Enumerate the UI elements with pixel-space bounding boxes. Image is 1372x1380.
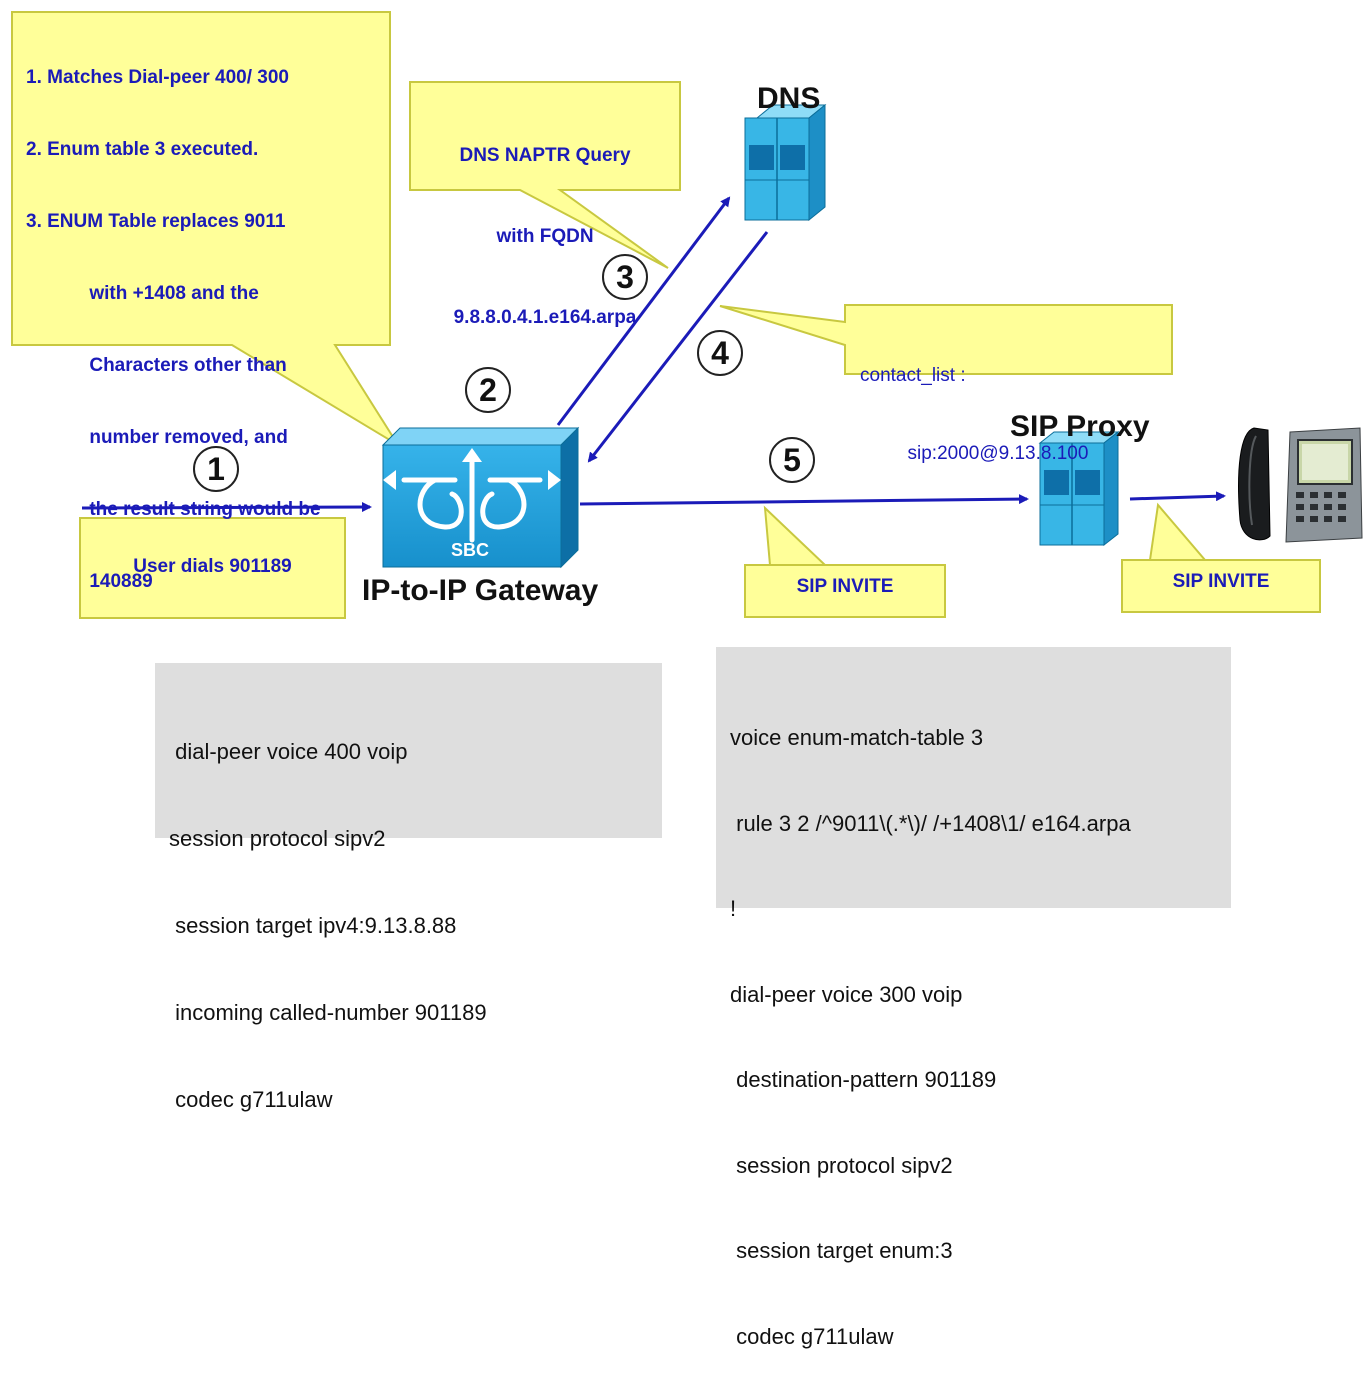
- arrow-gateway-to-proxy: [579, 494, 1029, 506]
- callout-dns-query-bubble: [409, 81, 681, 269]
- arrow-gateway-to-dns: [556, 196, 731, 426]
- callout-enum-steps-line: number removed, and: [26, 427, 288, 448]
- sbc-gateway-icon: [381, 426, 580, 569]
- enum-config-panel: voice enum-match-table 3 rule 3 2 /^9011…: [716, 647, 1231, 1349]
- config-line: session target enum:3: [730, 1238, 953, 1263]
- step-4-marker: 4: [697, 330, 743, 376]
- callout-enum-steps-line: 140889: [26, 571, 153, 592]
- callout-enum-steps-line: 3. ENUM Table replaces 9011: [26, 211, 286, 232]
- config-line: session target ipv4:9.13.8.88: [169, 913, 457, 938]
- callout-user-dials-bubble: [79, 517, 346, 619]
- callout-dns-query-line: with FQDN: [496, 226, 594, 247]
- arrow-user-to-gateway: [81, 502, 372, 513]
- callout-sip-invite-gateway: SIP INVITE: [796, 576, 894, 597]
- gateway-config-panel: dial-peer voice 400 voip session protoco…: [155, 663, 662, 1112]
- callout-dns-query-line: DNS NAPTR Query: [459, 145, 631, 166]
- arrow-proxy-to-phone: [1129, 491, 1226, 502]
- config-line: codec g711ulaw: [730, 1323, 894, 1349]
- callout-enum-steps: 1. Matches Dial-peer 400/ 300 2. Enum ta…: [26, 18, 321, 618]
- sbc-label: SBC: [451, 540, 490, 560]
- step-1-marker: 1: [193, 446, 239, 492]
- config-line: dial-peer voice 400 voip: [169, 739, 408, 764]
- step-3-marker: 3: [602, 254, 648, 300]
- callout-enum-steps-line: Characters other than: [26, 355, 287, 376]
- sip-proxy-server-icon: [1038, 430, 1120, 547]
- config-line: incoming called-number 901189: [169, 1000, 487, 1025]
- gateway-label: IP-to-IP Gateway: [362, 574, 599, 607]
- callout-contact-list-bubble: [719, 304, 1173, 375]
- callout-sip-invite-proxy: SIP INVITE: [1172, 571, 1270, 592]
- step-2-marker: 2: [465, 367, 511, 413]
- config-line: session protocol sipv2: [730, 1152, 953, 1178]
- callout-contact-list: contact_list : sip:2000@9.13.8.100: [860, 311, 1088, 493]
- callout-enum-steps-line: the result string would be: [26, 499, 321, 520]
- callout-sip-invite-gateway-bubble: [744, 505, 946, 618]
- config-line: voice enum-match-table 3: [730, 725, 984, 750]
- ip-phone-icon: [1238, 427, 1363, 543]
- config-line: codec g711ulaw: [169, 1087, 333, 1112]
- callout-enum-steps-bubble: [11, 11, 399, 446]
- callout-contact-list-line: sip:2000@9.13.8.100: [860, 443, 1089, 464]
- arrow-dns-to-gateway: [587, 231, 769, 463]
- callout-enum-steps-line: with +1408 and the: [26, 283, 259, 304]
- dns-server-icon: [744, 103, 827, 222]
- config-line: session protocol sipv2: [169, 826, 386, 851]
- config-line: destination-pattern 901189: [730, 1067, 997, 1092]
- callout-sip-invite-proxy-bubble: [1121, 502, 1321, 613]
- callout-dns-query-line: 9.8.8.0.4.1.e164.arpa: [453, 307, 637, 328]
- config-line: !: [730, 896, 737, 921]
- config-line: rule 3 2 /^9011\(.*\)/ /+1408\1/ e164.ar…: [730, 810, 1131, 836]
- step-5-marker: 5: [769, 437, 815, 483]
- callout-contact-list-line: contact_list :: [860, 365, 966, 386]
- callout-dns-query: DNS NAPTR Query with FQDN 9.8.8.0.4.1.e1…: [410, 88, 680, 358]
- callout-enum-steps-line: 1. Matches Dial-peer 400/ 300: [26, 67, 289, 88]
- dns-label: DNS: [757, 82, 821, 115]
- config-line: dial-peer voice 300 voip: [730, 981, 963, 1007]
- sip-proxy-label: SIP Proxy: [1010, 410, 1150, 443]
- callout-user-dials: User dials 901189: [133, 556, 292, 577]
- callout-enum-steps-line: 2. Enum table 3 executed.: [26, 139, 259, 160]
